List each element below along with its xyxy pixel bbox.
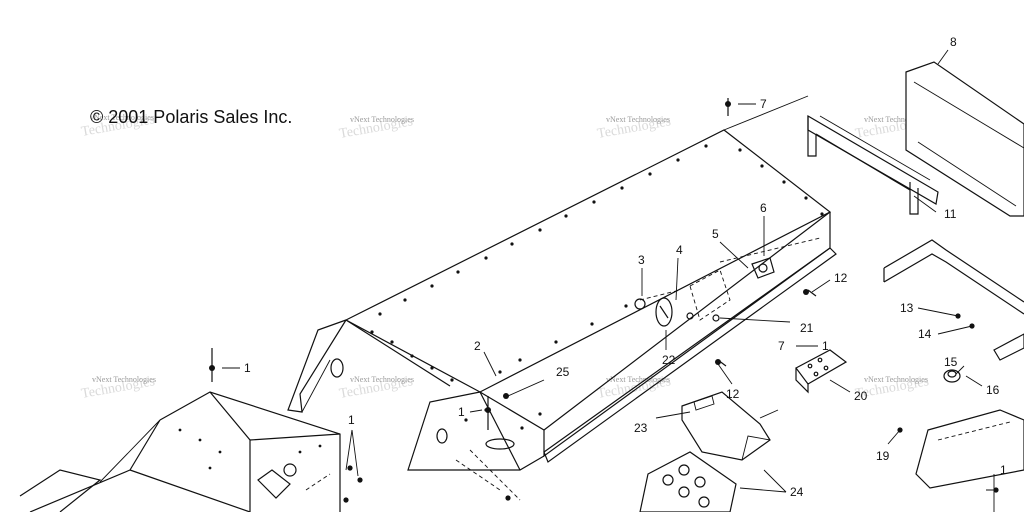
callout-24: 24 bbox=[790, 485, 804, 499]
callout-5: 5 bbox=[712, 227, 719, 241]
watermark-text: vNext Technologies bbox=[90, 113, 154, 122]
callout-12: 12 bbox=[726, 387, 740, 401]
callout-15: 15 bbox=[944, 355, 958, 369]
callout-16: 16 bbox=[986, 383, 1000, 397]
callout-20: 20 bbox=[854, 389, 868, 403]
callout-8: 8 bbox=[950, 35, 957, 49]
callout-19: 19 bbox=[876, 449, 890, 463]
callout-labels: 8 7 11 6 5 3 4 12 13 14 21 7 1 15 16 22 … bbox=[244, 35, 1007, 499]
callout-7: 7 bbox=[778, 339, 785, 353]
tunnel-assembly bbox=[287, 95, 837, 501]
callout-1: 1 bbox=[458, 405, 465, 419]
callout-6: 6 bbox=[760, 201, 767, 215]
watermark-layer: Technologies Technologies Technologies T… bbox=[80, 112, 930, 402]
watermark-text: vNext Technologies bbox=[864, 115, 928, 124]
callout-1: 1 bbox=[348, 413, 355, 427]
callout-22: 22 bbox=[662, 353, 676, 367]
watermark-text-layer: vNext Technologies vNext Technologies vN… bbox=[90, 113, 928, 384]
front-frame bbox=[19, 391, 341, 512]
callout-4: 4 bbox=[676, 243, 683, 257]
watermark-text: vNext Technologies bbox=[350, 115, 414, 124]
grab-bar bbox=[883, 239, 1024, 315]
snow-flap bbox=[905, 61, 1024, 217]
lower-brackets bbox=[639, 391, 771, 512]
callout-23: 23 bbox=[634, 421, 648, 435]
watermark-text: vNext Technologies bbox=[606, 375, 670, 384]
copyright-text: © 2001 Polaris Sales Inc. bbox=[90, 107, 292, 127]
callout-2: 2 bbox=[474, 339, 481, 353]
callout-11: 11 bbox=[944, 207, 957, 221]
rear-bracket bbox=[807, 114, 939, 215]
leader-lines bbox=[222, 49, 996, 512]
callout-14: 14 bbox=[918, 327, 932, 341]
side-brackets bbox=[795, 333, 1024, 489]
fasteners bbox=[209, 98, 999, 503]
callout-1: 1 bbox=[822, 339, 829, 353]
watermark-text: vNext Technologies bbox=[864, 375, 928, 384]
callout-7: 7 bbox=[760, 97, 767, 111]
callout-1: 1 bbox=[1000, 463, 1007, 477]
watermark-text: vNext Technologies bbox=[606, 115, 670, 124]
callout-12: 12 bbox=[834, 271, 848, 285]
callout-3: 3 bbox=[638, 253, 645, 267]
callout-21: 21 bbox=[800, 321, 814, 335]
rivet-holes bbox=[370, 144, 824, 430]
callout-13: 13 bbox=[900, 301, 914, 315]
callout-1: 1 bbox=[244, 361, 251, 375]
watermark-text: vNext Technologies bbox=[350, 375, 414, 384]
watermark-text: vNext Technologies bbox=[92, 375, 156, 384]
callout-25: 25 bbox=[556, 365, 570, 379]
